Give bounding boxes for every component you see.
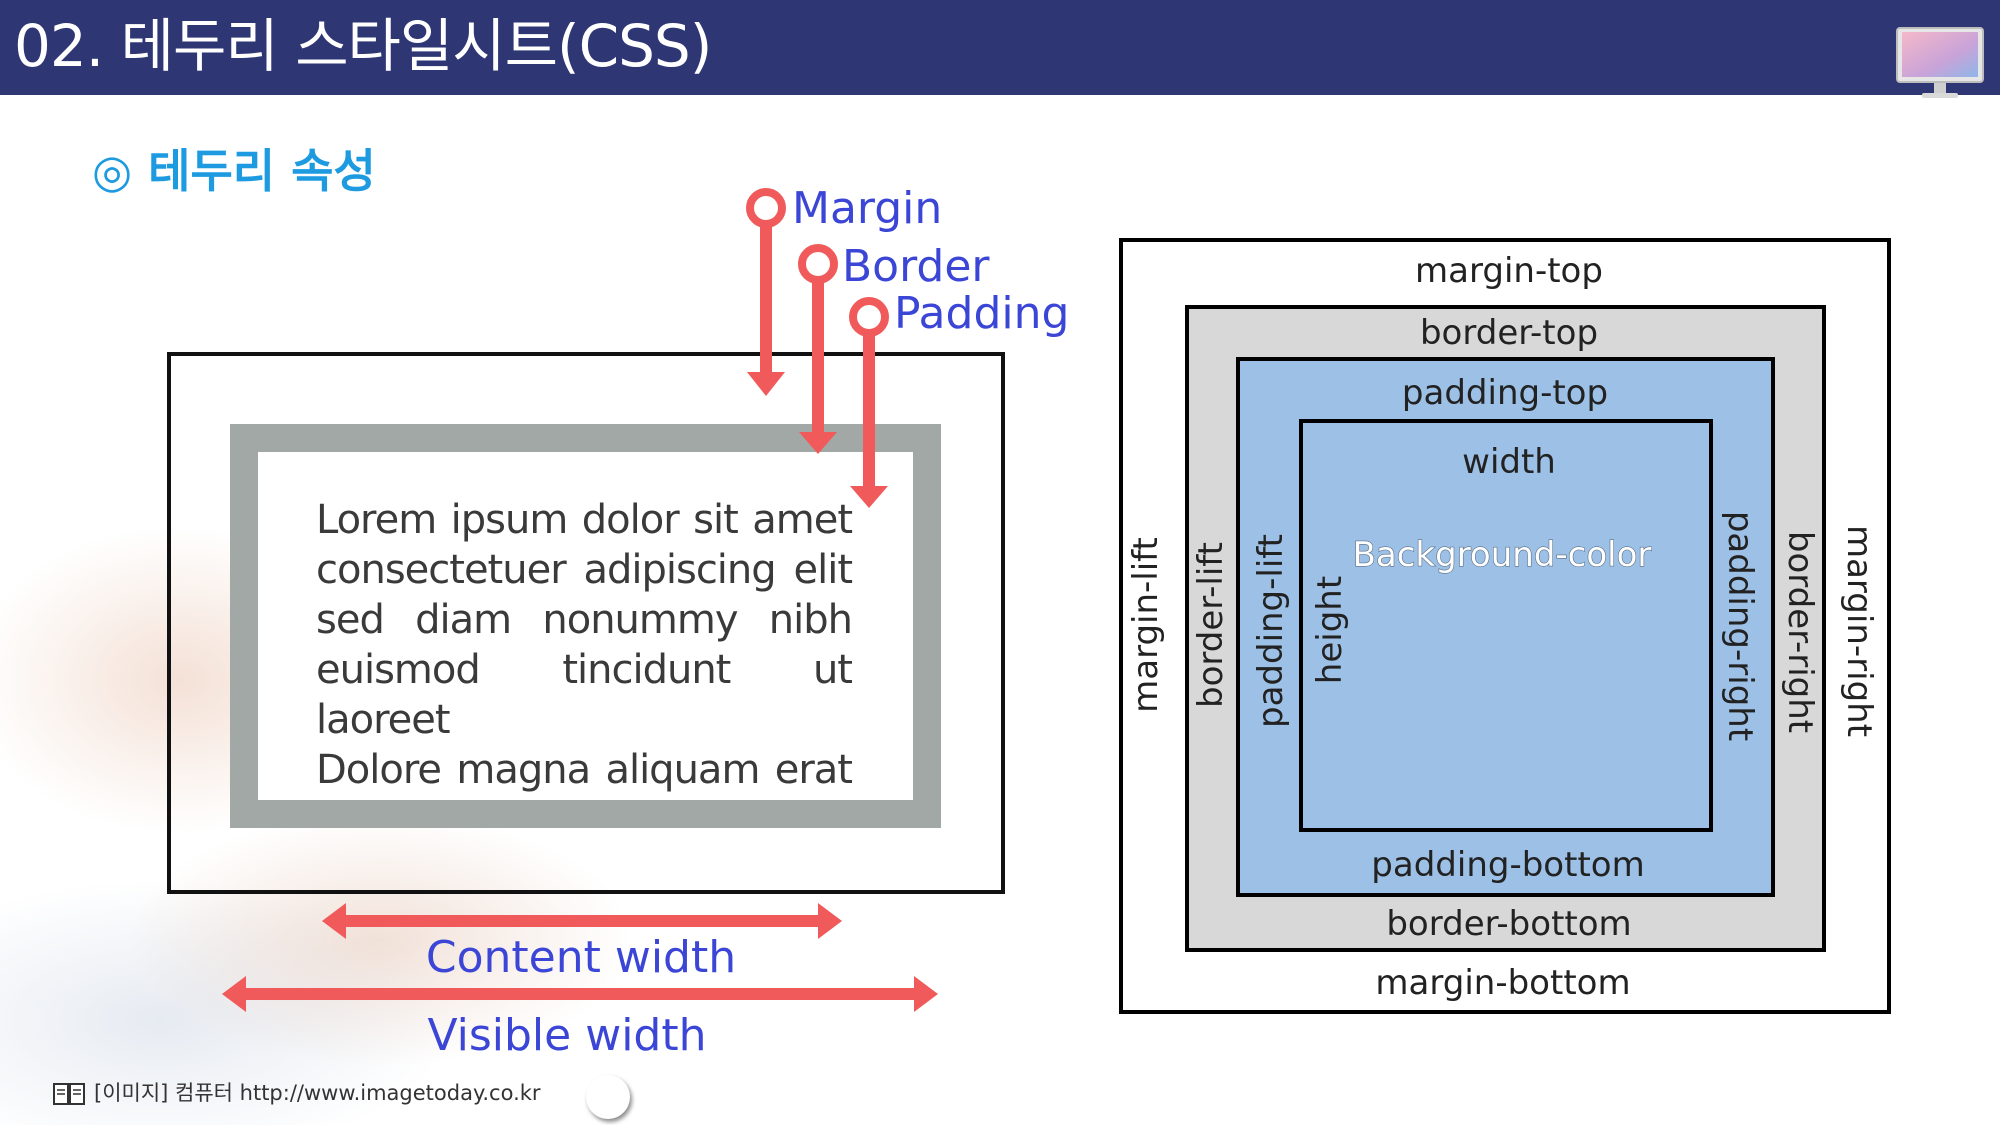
margin-top-label: margin-top (1415, 251, 1603, 291)
margin-pointer (746, 188, 786, 396)
toggle-knob[interactable] (586, 1075, 630, 1119)
content-width-arrow (322, 903, 842, 939)
visible-width-label: Visible width (428, 1010, 707, 1061)
image-credit: [이미지] 컴퓨터 http://www.imagetoday.co.kr (52, 1077, 541, 1107)
border-pointer (798, 244, 838, 454)
padding-right-label: padding-right (1720, 511, 1760, 741)
border-bottom-label: border-bottom (1386, 904, 1631, 944)
border-right-label: border-right (1780, 531, 1820, 733)
padding-left-label: padding-lift (1251, 534, 1291, 728)
monitor-icon (1896, 27, 1984, 98)
lorem-line: Lorem ipsum dolor sit amet (316, 497, 853, 543)
margin-label: Margin (792, 183, 942, 234)
lorem-line: euismod tincidunt ut laoreet (316, 647, 853, 743)
padding-pointer (849, 297, 889, 508)
width-label: width (1462, 442, 1556, 482)
credit-text: [이미지] 컴퓨터 http://www.imagetoday.co.kr (94, 1081, 541, 1105)
lorem-line: Dolore magna aliquam erat (316, 747, 853, 793)
padding-bottom-label: padding-bottom (1371, 845, 1644, 885)
border-top-label: border-top (1420, 313, 1598, 353)
border-box (230, 424, 941, 828)
margin-right-label: margin-right (1839, 525, 1879, 737)
border-label: Border (842, 241, 990, 292)
height-label: height (1310, 576, 1350, 684)
content-area (1299, 419, 1713, 832)
margin-left-label: margin-lift (1126, 537, 1166, 713)
padding-label: Padding (894, 288, 1069, 339)
lorem-line: consectetuer adipiscing elit (316, 547, 853, 593)
page-title: 02. 테두리 스타일시트(CSS) (14, 12, 712, 80)
visible-width-arrow (222, 976, 938, 1012)
section-title: ◎ 테두리 속성 (92, 144, 376, 198)
border-left-label: border-lift (1191, 542, 1231, 708)
lorem-text-block: Lorem ipsum dolor sit amet consectetuer … (316, 495, 853, 795)
padding-top-label: padding-top (1402, 373, 1608, 413)
title-bar: 02. 테두리 스타일시트(CSS) (0, 0, 2000, 98)
lorem-line: sed diam nonummy nibh (316, 597, 853, 643)
margin-box (167, 352, 1005, 894)
background-color-label: Background-color (1353, 535, 1652, 575)
content-width-label: Content width (426, 932, 736, 983)
book-icon (53, 1083, 85, 1105)
margin-bottom-label: margin-bottom (1375, 963, 1630, 1003)
